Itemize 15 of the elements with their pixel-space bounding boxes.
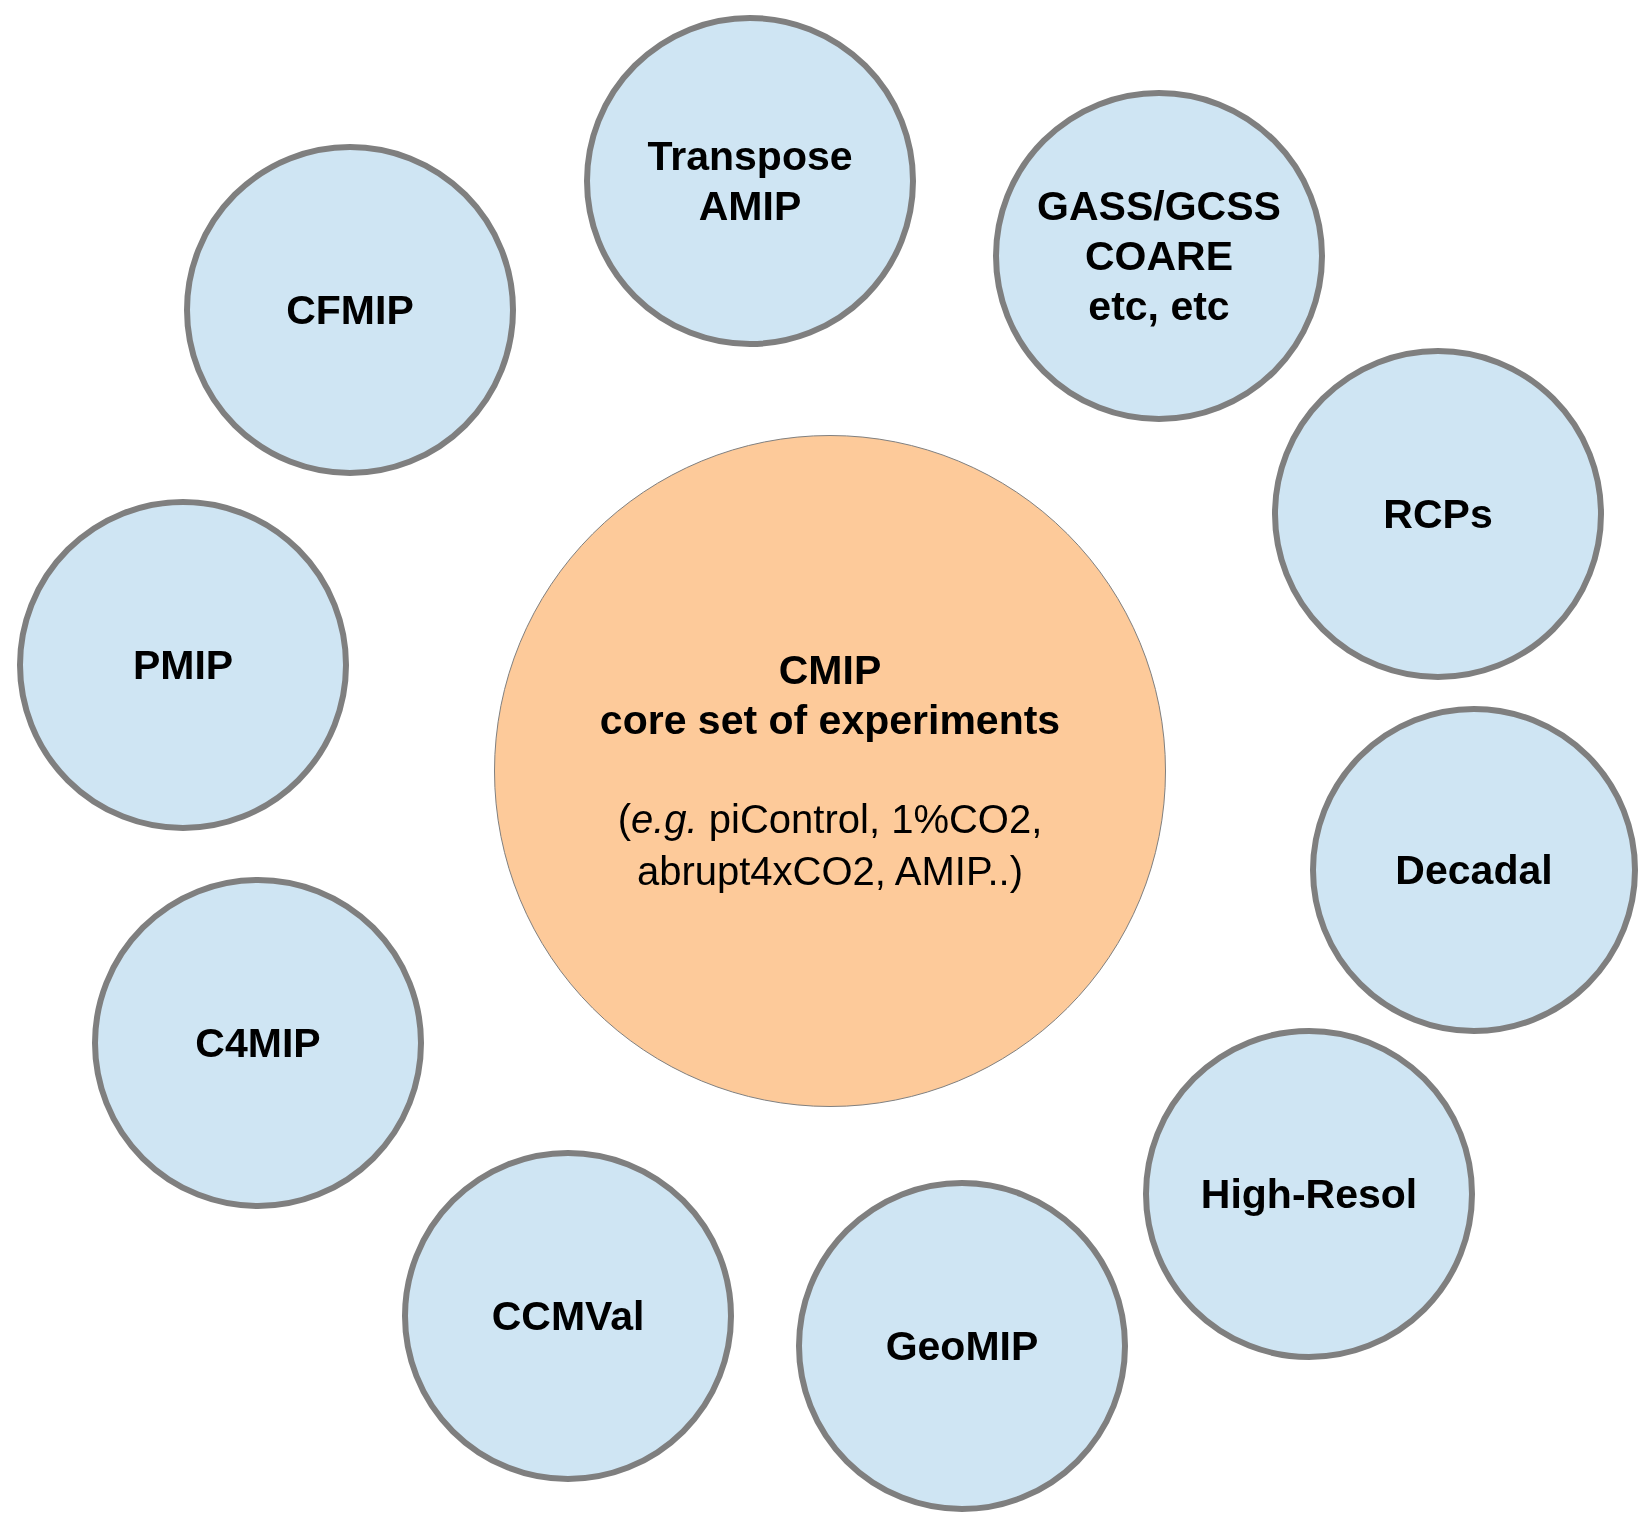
node-label: GeoMIP <box>885 1322 1039 1371</box>
node-label: CFMIP <box>286 286 414 335</box>
node-label: COARE <box>1084 232 1234 281</box>
node-label: High-Resol <box>1200 1170 1418 1219</box>
node-label: PMIP <box>132 641 234 690</box>
node-label: CCMVal <box>491 1292 645 1341</box>
node-label: etc, etc <box>1088 282 1230 331</box>
node-label: C4MIP <box>195 1019 321 1068</box>
node-description: (e.g. piControl, 1%CO2, abrupt4xCO2, AMIP..) <box>616 796 1044 895</box>
node-label: Decadal <box>1395 846 1553 895</box>
node-label: RCPs <box>1383 490 1493 539</box>
node-label: core set of experiments <box>599 696 1061 745</box>
node-label: GASS/GCSS <box>1037 181 1281 231</box>
node-label: Transpose AMIP <box>646 132 854 231</box>
node-label: CMIP <box>778 646 882 695</box>
